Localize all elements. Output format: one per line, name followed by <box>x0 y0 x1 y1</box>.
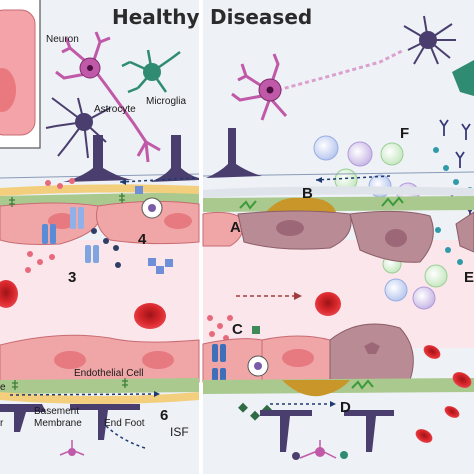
basement-membrane-label-2: Membrane <box>34 418 82 429</box>
healthy-end-foot-2 <box>150 135 199 182</box>
small-neuron <box>315 447 325 457</box>
neuron-cell <box>55 31 161 163</box>
marker-D: D <box>340 399 351 416</box>
small-microglia <box>340 451 348 459</box>
diseased-upper-end-foot <box>203 186 474 198</box>
diseased-panel-title: Diseased <box>210 5 312 29</box>
healthy-isf-flow-arrow-bottom <box>9 393 161 396</box>
microglia-soma <box>143 63 161 81</box>
left-cut-r-label: r <box>0 418 4 429</box>
arrowhead <box>330 401 336 407</box>
healthy-upper-end-foot <box>0 184 199 196</box>
diseased-astrocyte-cell <box>403 15 456 65</box>
microglia-label: Microglia <box>146 96 186 107</box>
diseased-lower-foot-right <box>344 410 394 452</box>
healthy-vessel-lumen <box>0 240 199 348</box>
diseased-upper-endothelium <box>202 210 474 263</box>
healthy-isf-flow-arrow-top <box>119 177 196 183</box>
arrowhead <box>316 177 322 183</box>
marker-3: 3 <box>68 269 76 286</box>
diseased-neuron-nucleus <box>266 86 274 94</box>
basement-membrane-label-1: Basement <box>34 406 79 417</box>
red-blood-cell <box>134 303 166 329</box>
endothelial-cell-label: Endothelial Cell <box>74 368 144 379</box>
arrowhead <box>154 391 160 397</box>
marker-C: C <box>232 321 243 338</box>
arrowhead <box>120 179 126 185</box>
pericyte-B <box>266 197 336 212</box>
immune-cells <box>313 135 448 310</box>
degraded-collagen-D <box>351 379 374 390</box>
red-blood-cell <box>315 292 341 316</box>
diseased-end-foot-top <box>206 128 262 178</box>
isf-flow-arrow-6 <box>103 423 146 449</box>
end-foot-label: End Foot <box>104 418 145 429</box>
astrocyte-soma <box>75 113 93 131</box>
diseased-astrocyte-soma <box>419 31 437 49</box>
extravasated-red-blood-cells <box>415 345 472 443</box>
panel-divider <box>199 0 203 474</box>
small-neuron <box>68 448 76 456</box>
healthy-lower-foot-left <box>0 404 46 432</box>
healthy-lower-basement-membrane <box>0 378 199 394</box>
cell-zoom-inset <box>0 0 41 149</box>
healthy-lower-end-foot <box>0 392 199 404</box>
diseased-lower-foot-left <box>260 410 312 452</box>
marker-4: 4 <box>138 231 147 248</box>
marker-A: A <box>230 219 241 236</box>
isf-label: ISF <box>170 425 189 439</box>
neuron-label: Neuron <box>46 34 79 45</box>
tight-junctions <box>9 193 128 390</box>
marker-B: B <box>302 185 313 202</box>
astrocyte-label: Astrocyte <box>94 104 136 115</box>
diseased-microglia-cell <box>452 60 474 96</box>
neuron-nucleus <box>87 65 93 71</box>
small-astrocyte <box>292 452 300 460</box>
transporter-3 <box>42 207 99 263</box>
astrocyte-cell <box>45 97 111 159</box>
diseased-isf-flow-arrow-top <box>315 175 391 181</box>
marker-F: F <box>400 125 409 142</box>
transcytosis-vesicle-4 <box>135 186 173 274</box>
pericyte-D <box>282 380 350 397</box>
leaked-molecules <box>207 315 233 341</box>
microglia-cell <box>121 49 181 94</box>
degraded-collagen-B <box>239 196 404 210</box>
healthy-molecules <box>25 178 121 273</box>
left-cut-e-label: e <box>0 382 6 393</box>
marker-E: E <box>464 269 474 286</box>
healthy-end-foot-1 <box>63 135 133 182</box>
healthy-lower-endothelium <box>0 334 200 385</box>
red-blood-cell <box>0 280 18 308</box>
marker-6: 6 <box>160 407 168 424</box>
healthy-panel-title: Healthy <box>112 5 200 29</box>
transporter-C <box>212 326 269 384</box>
healthy-lower-foot-right <box>70 404 140 440</box>
arrowhead <box>294 292 302 300</box>
